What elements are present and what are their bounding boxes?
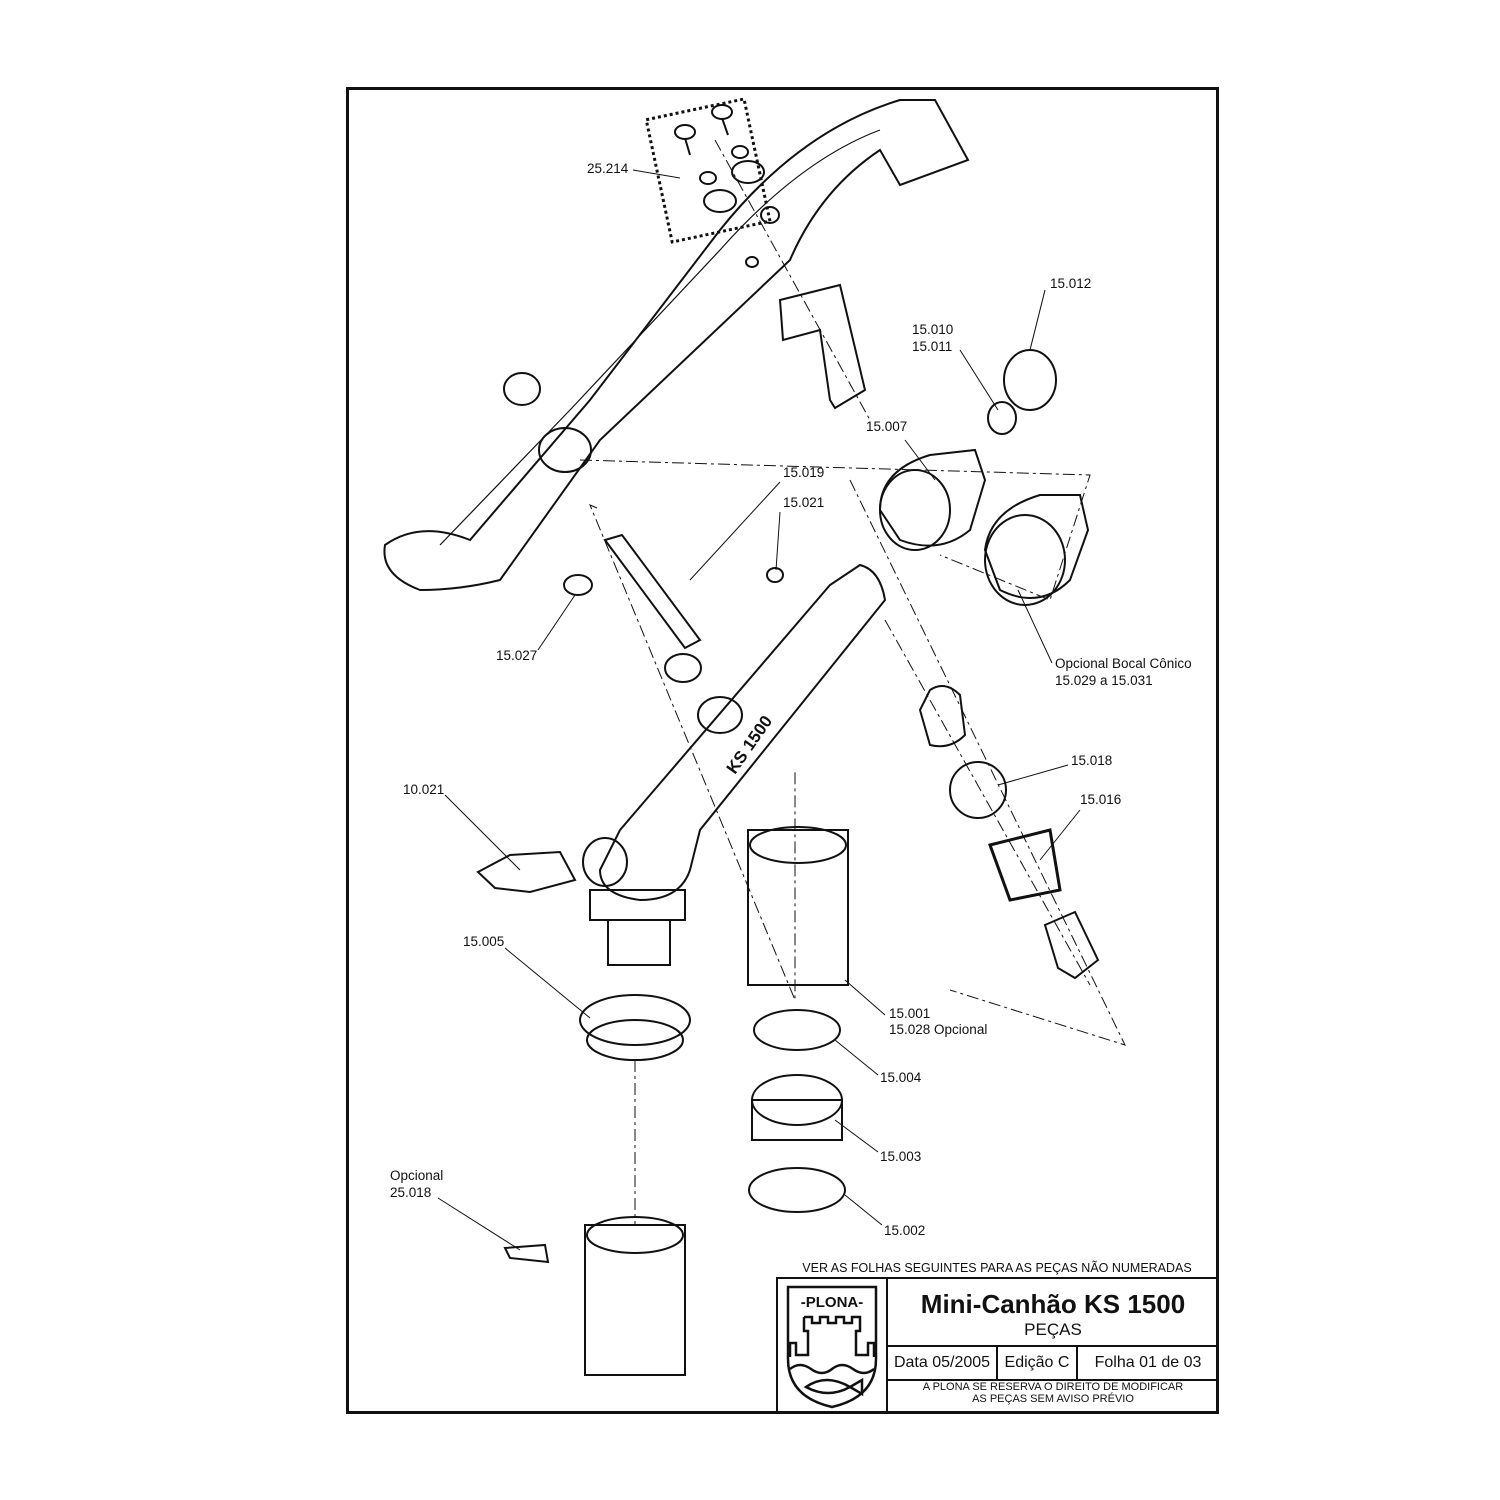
title-cell: Mini-Canhão KS 1500 PEÇAS	[888, 1279, 1218, 1347]
housing-15001	[747, 829, 849, 986]
screw-set-box	[644, 97, 772, 244]
date-cell: Data 05/2005	[888, 1347, 998, 1379]
ring-15004	[753, 1009, 841, 1051]
label-15005: 15.005	[463, 934, 505, 949]
label-15011: 15.011	[912, 339, 953, 354]
pin-15019	[603, 533, 702, 650]
disclaimer-line-1: A PLONA SE RESERVA O DIREITO DE MODIFICA…	[922, 1381, 1184, 1393]
arm-bearing	[503, 372, 541, 406]
o-ring-15027	[563, 574, 593, 596]
washer	[987, 401, 1017, 435]
washer-15002	[748, 1167, 846, 1213]
label-15012: 15.012	[1050, 276, 1092, 291]
label-bocal-range: 15.029 a 15.031	[1055, 673, 1153, 688]
drawing-title: Mini-Canhão KS 1500	[920, 1289, 1186, 1319]
label-25018: 25.018	[390, 1185, 432, 1200]
conical-nozzle	[983, 494, 1090, 599]
disclaimer-line-2: AS PEÇAS SEM AVISO PRÉVIO	[972, 1393, 1134, 1405]
label-15003: 15.003	[880, 1149, 922, 1164]
nozzle-10021	[476, 850, 577, 894]
drawing-subtitle: PEÇAS	[1024, 1320, 1082, 1339]
label-15028: 15.028 Opcional	[889, 1022, 988, 1037]
label-opcional: Opcional	[390, 1168, 444, 1183]
spring-15016	[988, 828, 1062, 902]
disclaimer: A PLONA SE RESERVA O DIREITO DE MODIFICA…	[888, 1381, 1218, 1405]
edition-cell: Edição C	[998, 1347, 1078, 1379]
label-15007: 15.007	[866, 419, 908, 434]
label-15002: 15.002	[884, 1223, 926, 1238]
info-row: Data 05/2005 Edição C Folha 01 de 03	[888, 1347, 1218, 1381]
counterweight-bracket	[778, 283, 867, 410]
label-15019: 15.019	[783, 465, 825, 480]
title-block-note: VER AS FOLHAS SEGUINTES PARA AS PEÇAS NÃ…	[802, 1261, 1192, 1275]
label-15018: 15.018	[1071, 753, 1113, 768]
label-15021: 15.021	[783, 495, 825, 510]
label-15027: 15.027	[496, 648, 538, 663]
nozzle-15007	[878, 448, 987, 547]
filter-15018	[949, 761, 1007, 819]
ring-15005	[579, 994, 691, 1046]
title-block: -PLONA- Mini-Canhão KS 1500 PEÇAS Data 0…	[776, 1277, 1218, 1413]
label-15010: 15.010	[912, 322, 954, 337]
svg-text:-PLONA-: -PLONA-	[801, 1294, 864, 1311]
label-15004: 15.004	[880, 1070, 922, 1085]
drawing-frame	[346, 87, 1219, 1414]
rocker-arm	[383, 99, 970, 592]
label-15016: 15.016	[1080, 792, 1122, 807]
plona-logo: -PLONA-	[778, 1279, 888, 1413]
main-body	[598, 563, 887, 902]
label-15001: 15.001	[889, 1006, 931, 1021]
nozzle-cap	[1003, 349, 1057, 411]
label-10021: 10.021	[403, 782, 445, 797]
sheet-cell: Folha 01 de 03	[1094, 1354, 1202, 1371]
label-bocal-conico: Opcional Bocal Cônico	[1055, 656, 1192, 671]
label-25214: 25.214	[587, 161, 629, 176]
